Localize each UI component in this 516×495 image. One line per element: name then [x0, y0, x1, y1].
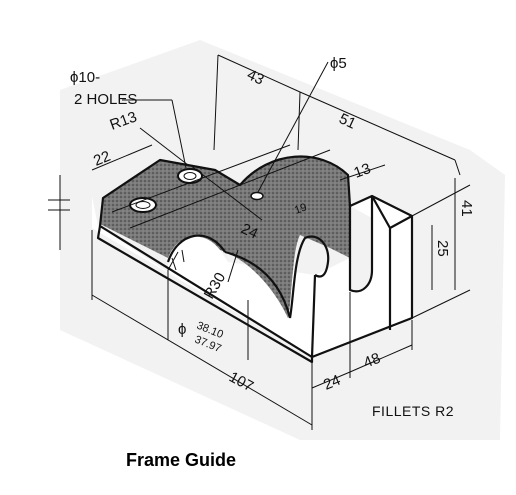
- front-vertical-edge: [310, 274, 317, 358]
- label-41: 41: [458, 200, 475, 217]
- leader-r30: [227, 249, 239, 283]
- leader-phi5: [257, 61, 329, 193]
- front-shading-line: [167, 249, 185, 271]
- label-19: 19: [293, 201, 309, 216]
- front-bottom-edge: [96, 225, 314, 364]
- right-block-edge: [371, 195, 413, 330]
- label-43: 43: [244, 66, 266, 88]
- centerline-c: [189, 164, 263, 221]
- hole-small: [250, 191, 264, 201]
- dim-line-bore: [167, 270, 249, 360]
- label-24-bottom: 24: [321, 372, 343, 394]
- ext-line-bottom: [91, 230, 313, 430]
- label-51: 51: [336, 110, 358, 132]
- label-fillets: FILLETS R2: [372, 403, 454, 419]
- label-phi5: ϕ5: [330, 55, 347, 72]
- label-bore-prefix: ϕ: [178, 321, 186, 338]
- slot-curve: [288, 235, 330, 319]
- hole-right: [177, 168, 203, 184]
- ext-line-top: [213, 54, 461, 176]
- dim-line-13: [339, 164, 386, 181]
- saddle-arc: [166, 234, 226, 263]
- hole-left: [129, 197, 157, 213]
- dim-line-22: [91, 144, 153, 171]
- label-24-top: 24: [238, 220, 260, 242]
- label-48: 48: [361, 350, 383, 372]
- label-phi10: ϕ10-: [70, 69, 100, 86]
- leader-r13: [139, 127, 189, 166]
- leader-phi10: [122, 99, 187, 169]
- right-slot: [348, 196, 374, 293]
- right-height-ext: [411, 184, 471, 319]
- dim-line-107: [91, 294, 313, 426]
- left-height-line: [48, 175, 70, 250]
- centerline-a: [111, 144, 291, 213]
- top-face: [100, 156, 350, 318]
- label-22: 22: [91, 148, 113, 170]
- label-25: 25: [434, 240, 451, 257]
- label-2-holes: 2 HOLES: [74, 91, 137, 108]
- dim-line-51: [299, 91, 456, 161]
- ext-line-right-bottom: [349, 292, 413, 378]
- centerline-b: [129, 149, 331, 229]
- right-side-face: [312, 196, 412, 357]
- drawing-caption: Frame Guide: [126, 450, 237, 470]
- label-13: 13: [352, 160, 373, 182]
- front-face: [92, 196, 228, 308]
- dim-line-43: [217, 54, 301, 93]
